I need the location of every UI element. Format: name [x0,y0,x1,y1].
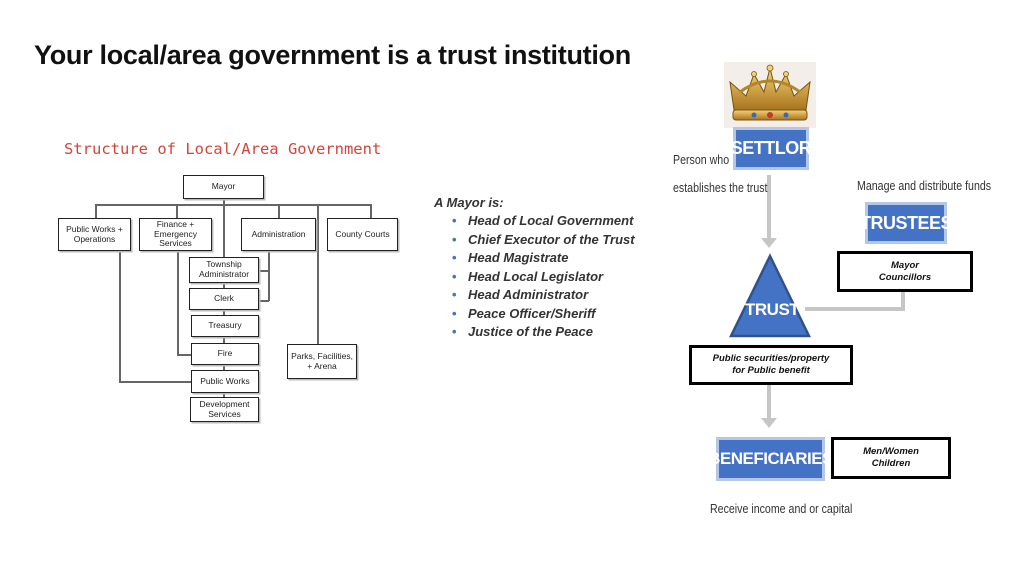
org-line [317,204,319,344]
list-item: Chief Executor of the Trust [452,232,635,251]
note-line: Public securities/property [712,353,830,365]
trust-to-trustees-line [901,290,905,311]
org-box-parks: Parks, Facilities, + Arena [287,344,357,379]
beneficiaries-note: Men/Women Children [831,437,951,479]
list-item: Head Magistrate [452,250,635,269]
org-line [119,251,121,382]
org-box-clerk: Clerk [189,288,259,310]
note-line: Children [871,458,911,469]
mayor-roles-heading: A Mayor is: [434,195,504,210]
org-line [95,204,371,206]
org-line [258,270,269,272]
settlor-caption: establishes the trust [673,181,768,195]
org-box-finance: Finance + Emergency Services [139,218,212,251]
org-line [119,381,191,383]
note-line: Men/Women [863,446,919,458]
org-box-administration: Administration [241,218,316,251]
trustees-caption: Manage and distribute funds [857,179,992,193]
org-box-mayor: Mayor [183,175,264,199]
settlor-label: SETTLOR [731,127,812,170]
org-box-fire: Fire [191,343,259,365]
org-box-development-services: Development Services [190,397,259,422]
list-item: Head Administrator [452,287,635,306]
note-line: Councillors [878,271,932,283]
org-line [258,300,269,302]
org-line [370,204,372,218]
trust-triangle [728,253,812,339]
org-line [268,251,270,301]
trust-to-beneficiaries-line [767,385,771,420]
trustees-label: TRUSTEES [860,202,953,244]
trustees-note: Mayor Councillors [837,251,973,292]
beneficiaries-caption: Receive income and or capital [710,502,853,516]
list-item: Justice of the Peace [452,324,635,343]
arrow-down-icon [761,238,777,248]
org-box-public-works: Public Works [191,370,259,393]
note-line: Mayor [891,259,919,271]
trust-note: Public securities/property for Public be… [689,345,853,385]
org-line [177,354,191,356]
org-box-public-works-operations: Public Works + Operations [58,218,131,251]
org-chart-title: Structure of Local/Area Government [64,140,382,158]
settlor-caption: Person who [673,153,730,167]
beneficiaries-label: BENEFICIARIES [708,437,833,481]
org-line [95,204,97,218]
arrow-down-icon [761,418,777,428]
org-box-county-courts: County Courts [327,218,398,251]
org-line [176,204,178,218]
trust-to-trustees-line [805,307,905,311]
note-line: for Public benefit [732,365,810,376]
page-title: Your local/area government is a trust in… [34,40,631,70]
org-line [177,251,179,355]
org-box-township-administrator: Township Administrator [189,257,259,283]
org-line [278,204,280,218]
list-item: Head Local Legislator [452,269,635,288]
crown-icon [724,62,816,128]
list-item: Head of Local Government [452,213,635,232]
trust-label: TRUST [745,300,800,319]
list-item: Peace Officer/Sheriff [452,306,635,325]
settlor-to-trust-line [767,175,771,245]
mayor-roles-list: Head of Local Government Chief Executor … [452,213,635,343]
org-box-treasury: Treasury [191,315,259,337]
